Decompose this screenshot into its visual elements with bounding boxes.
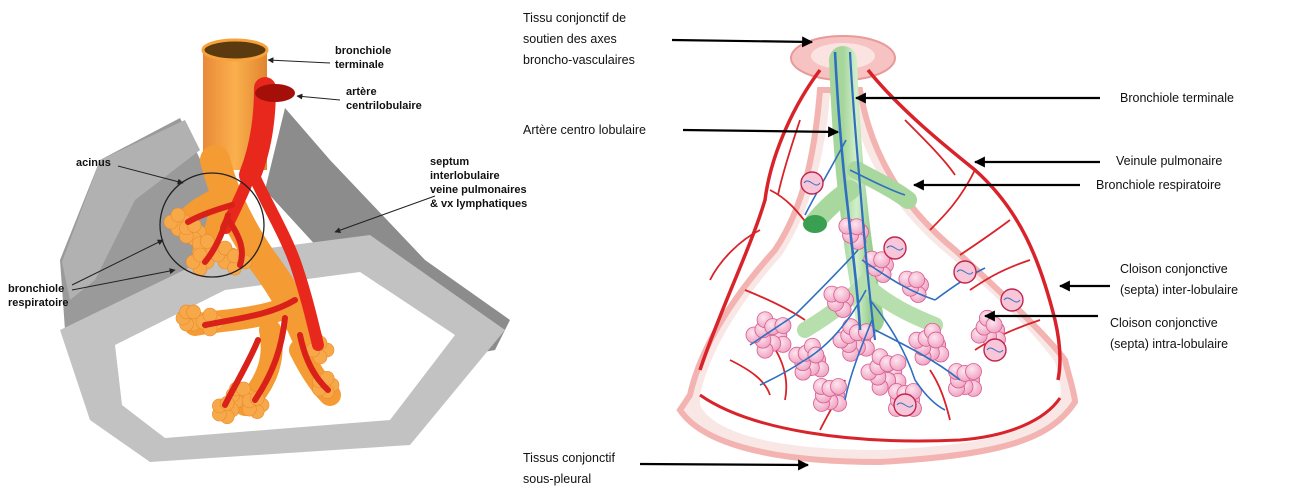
svg-text:Tissus conjonctif sous: Tissus conjonctif sous-pleural bbox=[523, 451, 618, 486]
svg-text:septum interlobulaire: septum interlobulaire veine pulmonaires … bbox=[430, 156, 530, 210]
svg-text:acinus: acinus bbox=[76, 157, 111, 169]
alveolus bbox=[928, 332, 944, 348]
label-artere-centro-lobulaire: Artère centro lobulaire bbox=[523, 123, 838, 137]
label-bronchiole-respiratoire-right: Bronchiole respiratoire bbox=[914, 178, 1221, 192]
artery-lumen bbox=[255, 84, 295, 102]
svg-text:Artère centro lobulaire: Artère centro lobulaire bbox=[523, 123, 646, 137]
svg-text:Bronchiole respiratoire: Bronchiole respiratoire bbox=[1096, 178, 1221, 192]
svg-text:Veinule pulmonaire: Veinule pulmonaire bbox=[1116, 154, 1222, 168]
label-tissus-sous-pleural: Tissus conjonctif sous-pleural bbox=[523, 451, 808, 486]
alveolus bbox=[834, 287, 850, 303]
alveolus bbox=[830, 379, 846, 395]
svg-text:Cloison conjonctive (s: Cloison conjonctive (septa) inter-lobula… bbox=[1120, 262, 1238, 297]
svg-text:bronchiole respiratoir: bronchiole respiratoire bbox=[8, 283, 69, 309]
svg-text:artère centrilobulaire: artère centrilobulaire bbox=[346, 86, 422, 112]
left-panel-lobule-3d: bronchiole terminale artère centrilobula… bbox=[8, 40, 530, 462]
svg-text:bronchiole terminale: bronchiole terminale bbox=[335, 45, 394, 71]
vein-branch bbox=[930, 170, 975, 230]
label-cloison-inter-lobulaire: Cloison conjonctive (septa) inter-lobula… bbox=[1060, 262, 1238, 297]
vein-branch bbox=[960, 220, 1010, 255]
label-tissu-conjonctif-soutien: Tissu conjonctif de soutien des axes bro… bbox=[523, 11, 812, 67]
left-alveolus bbox=[203, 308, 217, 322]
label-bronchiole-terminale-right: Bronchiole terminale bbox=[856, 91, 1234, 105]
svg-text:Tissu conjonctif de so: Tissu conjonctif de soutien des axes bro… bbox=[523, 11, 635, 67]
alveolus bbox=[890, 355, 906, 371]
svg-text:Bronchiole terminale: Bronchiole terminale bbox=[1120, 91, 1234, 105]
alveolus bbox=[986, 317, 1002, 333]
label-veinule-pulmonaire: Veinule pulmonaire bbox=[975, 154, 1222, 168]
svg-text:Cloison conjonctive (s: Cloison conjonctive (septa) intra-lobula… bbox=[1110, 316, 1228, 351]
bronchiole-cut-end bbox=[803, 215, 827, 233]
label-bronchiole-terminale: bronchiole terminale bbox=[268, 45, 394, 71]
label-artere-centrilobulaire: artère centrilobulaire bbox=[297, 86, 422, 112]
alveolus bbox=[909, 272, 925, 288]
alveolus bbox=[808, 347, 824, 363]
left-alveolus bbox=[171, 208, 185, 222]
right-panel-lobule-diagram: Tissu conjonctif de soutien des axes bro… bbox=[523, 11, 1238, 486]
alveolus bbox=[965, 364, 981, 380]
bronchiole-terminal-lumen bbox=[203, 40, 267, 60]
